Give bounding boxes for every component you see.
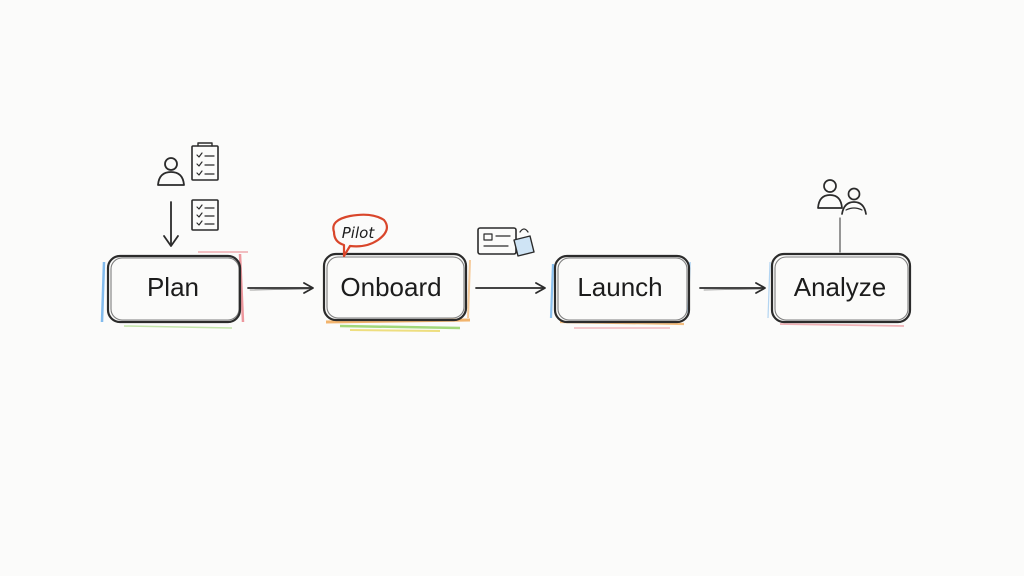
step-onboard: Onboard bbox=[322, 252, 471, 332]
pilot-badge-icon: Pilot bbox=[332, 213, 388, 258]
down-arrow-icon bbox=[163, 201, 179, 247]
step-analyze: Analyze bbox=[767, 252, 912, 327]
step-launch: Launch bbox=[549, 254, 691, 329]
step-label-onboard: Onboard bbox=[340, 272, 441, 302]
device-card-icon bbox=[477, 227, 535, 257]
step-plan: Plan bbox=[100, 251, 248, 329]
pilot-annotation-label: Pilot bbox=[342, 224, 376, 242]
connector-launch-analyze bbox=[699, 282, 766, 294]
connector-plan-onboard bbox=[247, 282, 314, 294]
users-icon bbox=[817, 179, 867, 253]
step-label-analyze: Analyze bbox=[794, 272, 887, 302]
step-label-launch: Launch bbox=[577, 272, 662, 302]
step-label-plan: Plan bbox=[147, 272, 199, 302]
person-checklist-icon bbox=[157, 142, 219, 231]
